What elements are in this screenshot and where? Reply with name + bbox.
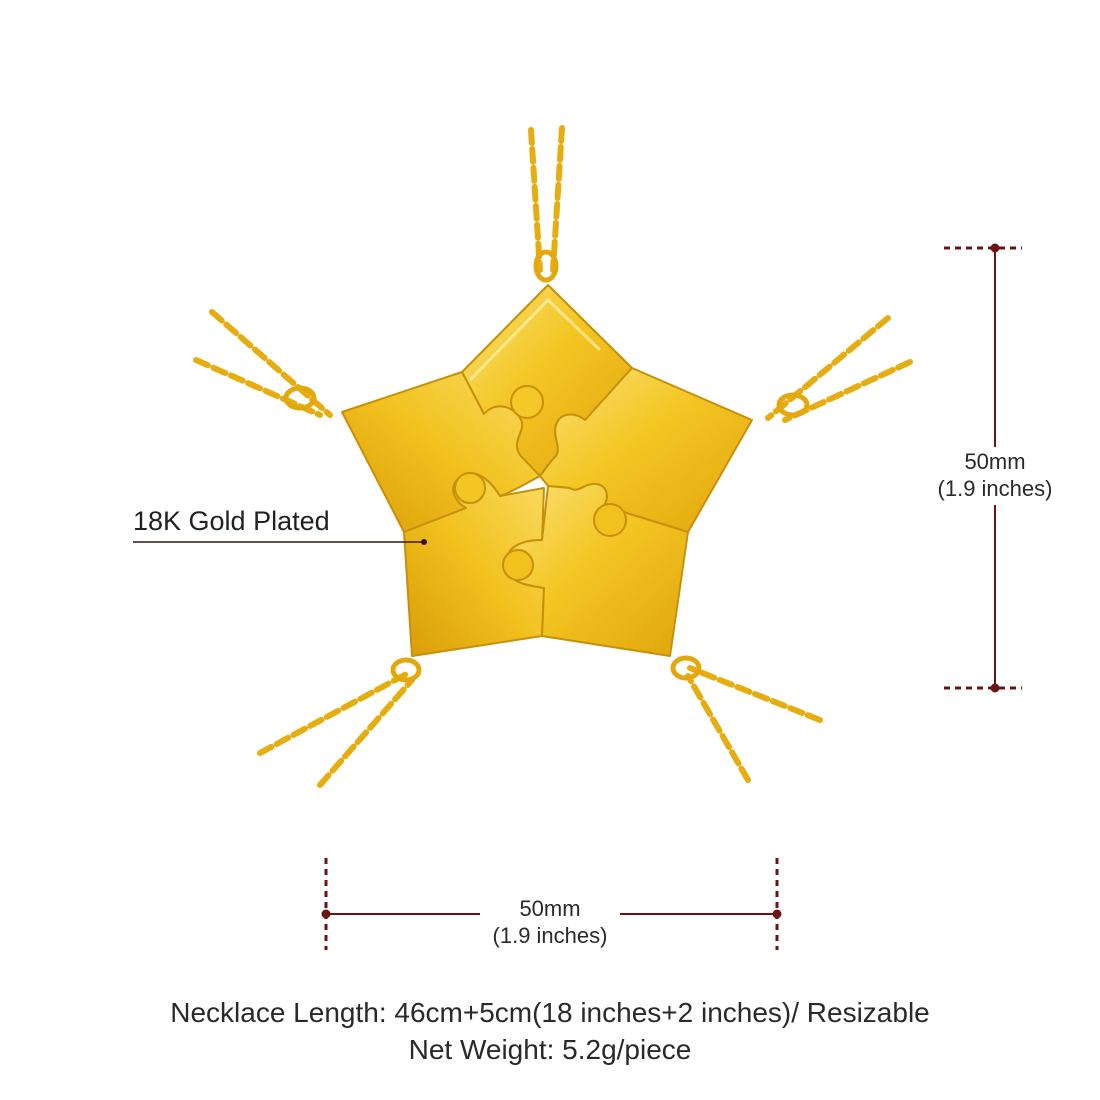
ring-bottom-left <box>390 657 422 683</box>
chain-top-a <box>528 127 543 273</box>
chain-top-b <box>550 125 565 273</box>
chain-bottom-left-a <box>257 669 413 756</box>
ring-bottom-right <box>670 655 702 681</box>
material-callout <box>133 539 427 545</box>
chain-bottom-right-a <box>687 665 823 723</box>
ring-left <box>283 385 317 411</box>
chain-bottom-left-b <box>317 677 415 788</box>
material-label: 18K Gold Plated <box>133 506 330 536</box>
width-dimension-label: 50mm (1.9 inches) <box>450 895 650 949</box>
height-dimension-marker <box>944 243 1022 693</box>
puzzle-knob-right <box>593 503 627 537</box>
necklace-length-text: Necklace Length: 46cm+5cm(18 inches+2 in… <box>170 997 930 1028</box>
necklace-chains <box>193 125 913 788</box>
chain-right-a <box>765 315 891 421</box>
puzzle-knob-top <box>510 385 544 419</box>
chain-bottom-right-b <box>685 673 751 783</box>
chain-left-a <box>209 309 333 418</box>
width-metric: 50mm <box>519 896 581 921</box>
puzzle-knob-bottom <box>502 549 534 581</box>
net-weight-text: Net Weight: 5.2g/piece <box>408 1034 692 1065</box>
width-dimension-marker <box>321 858 782 950</box>
puzzle-knob-left <box>454 472 486 504</box>
pendant-highlight <box>468 297 602 382</box>
jump-rings <box>283 249 810 683</box>
puzzle-pendant <box>341 284 753 657</box>
height-metric: 50mm <box>964 449 1026 474</box>
height-dimension-label: 50mm (1.9 inches) <box>920 448 1070 502</box>
ring-right <box>776 392 810 418</box>
height-imperial: (1.9 inches) <box>937 476 1053 501</box>
width-imperial: (1.9 inches) <box>492 923 608 948</box>
ring-top <box>533 249 559 283</box>
